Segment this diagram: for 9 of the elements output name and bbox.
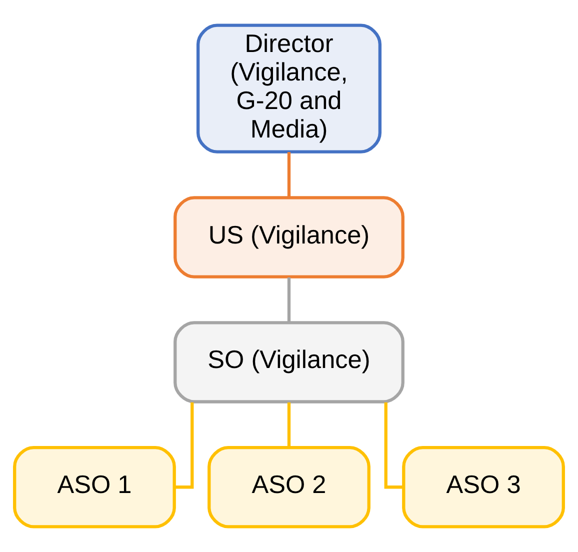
connector xyxy=(287,152,291,198)
node-box: Director (Vigilance, G-20 and Media) xyxy=(196,24,382,154)
node-box: ASO 3 xyxy=(402,446,565,528)
connector xyxy=(287,402,291,448)
node-box: US (Vigilance) xyxy=(174,196,404,278)
connector xyxy=(287,277,291,322)
node-box: SO (Vigilance) xyxy=(174,321,404,404)
node-box: ASO 2 xyxy=(208,446,370,528)
node-box: ASO 1 xyxy=(13,446,176,528)
